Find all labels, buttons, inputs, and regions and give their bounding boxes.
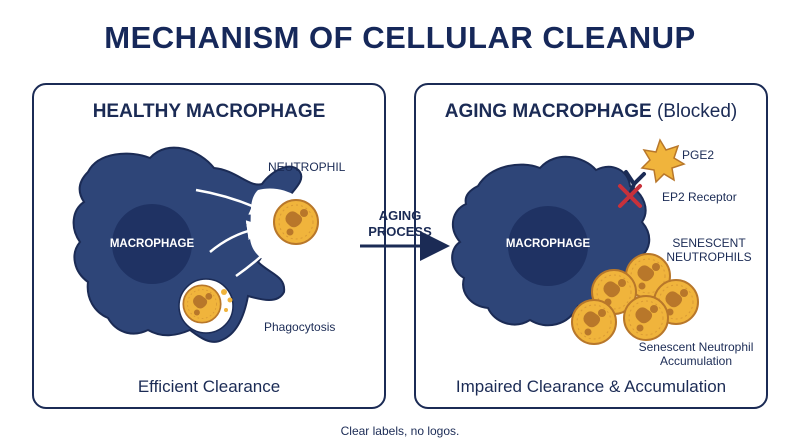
aging-process-label: AGING PROCESS [358,208,442,240]
impaired-clearance-caption: Impaired Clearance & Accumulation [455,377,727,396]
accumulation-line1: Senescent Neutrophil [638,340,754,354]
phagocytosis-label: Phagocytosis [264,320,336,334]
senescent-neutrophil [571,299,617,345]
aging-process-line1: AGING [378,208,422,223]
senescent-line2: NEUTROPHILS [666,250,752,264]
engulf-arrow [209,220,267,253]
accumulation-line2: Accumulation [659,354,733,368]
footer-note: Clear labels, no logos. [340,424,460,438]
ep2-receptor-label: EP2 Receptor [662,190,737,204]
pge2-molecule-icon [640,138,686,184]
fragment [227,297,233,303]
healthy-macrophage-label: MACROPHAGE [109,238,195,250]
blocked-x-icon [618,184,642,208]
engulf-arrow [235,242,276,278]
neutrophil-label: NEUTROPHIL [268,160,346,174]
senescent-line1: SENESCENT [672,236,746,250]
aging-heading-light: (Blocked) [651,101,738,122]
healthy-panel-heading: HEALTHY MACROPHAGE [92,101,326,122]
engulf-arrow [195,188,271,215]
efficient-clearance-caption: Efficient Clearance [137,377,281,396]
pge2-label: PGE2 [682,148,715,162]
aging-nucleus [508,206,588,286]
accumulation-label: Senescent Neutrophil Accumulation [626,340,766,368]
senescent-neutrophil [623,295,669,341]
senescent-neutrophils-label: SENESCENT NEUTROPHILS [654,236,764,264]
aging-panel-heading: AGING MACROPHAGE (Blocked) [416,101,766,123]
neutrophil-target [273,199,319,245]
aging-process-line2: PROCESS [368,224,432,239]
aging-macrophage-label: MACROPHAGE [505,238,591,250]
page-title: MECHANISM OF CELLULAR CLEANUP [104,20,696,55]
digested-neutrophil [182,284,222,324]
fragment [224,308,228,312]
aging-heading-bold: AGING MACROPHAGE [444,101,652,122]
fragment [221,289,227,295]
healthy-nucleus [112,204,192,284]
